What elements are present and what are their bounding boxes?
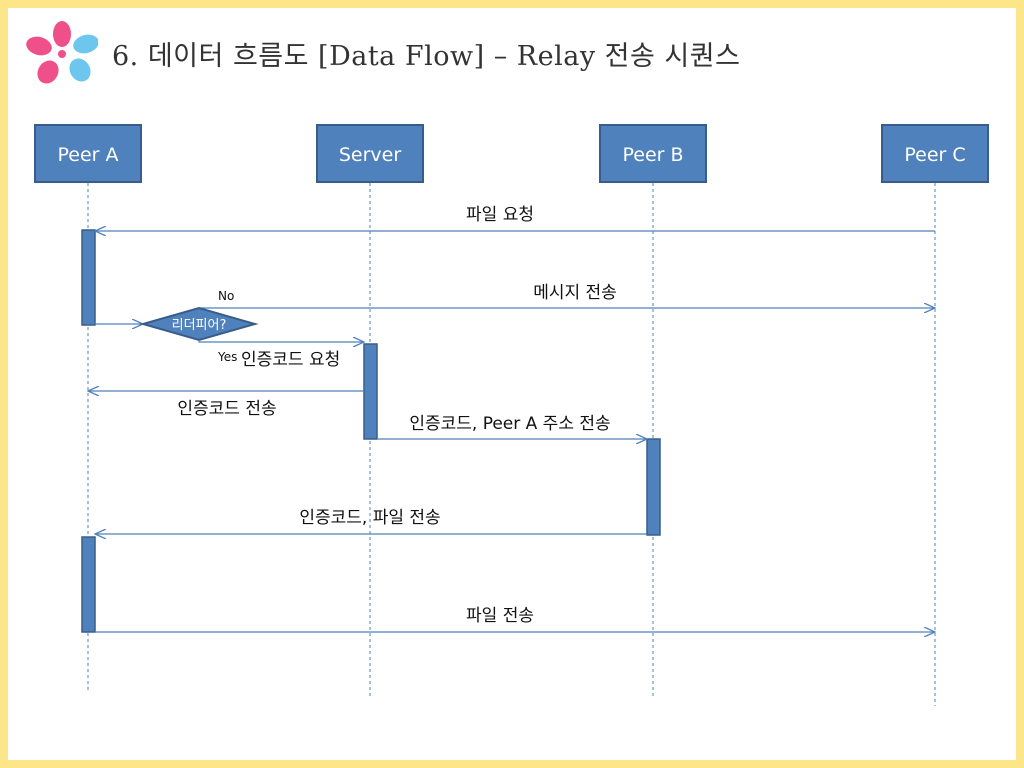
activation-peer-b — [646, 438, 661, 536]
label-file-send: 파일 전송 — [466, 606, 534, 626]
participant-peer-b-label: Peer B — [622, 144, 683, 166]
decision-leader-peer: 리더피어? — [139, 306, 259, 342]
label-file-request: 파일 요청 — [466, 205, 534, 225]
label-auth-file-send: 인증코드, 파일 전송 — [299, 508, 440, 528]
participant-peer-c: Peer C — [881, 124, 989, 183]
participant-server: Server — [316, 124, 424, 183]
participant-peer-a-label: Peer A — [57, 144, 118, 166]
label-auth-request: 인증코드 요청 — [241, 350, 340, 370]
participant-peer-a: Peer A — [34, 124, 142, 183]
activation-peer-a-2 — [81, 536, 96, 633]
participant-peer-c-label: Peer C — [904, 144, 965, 166]
decision-label: 리더피어? — [172, 318, 227, 333]
label-auth-send: 인증코드 전송 — [177, 399, 276, 419]
page-title: 6. 데이터 흐름도 [Data Flow] – Relay 전송 시퀀스 — [112, 41, 741, 72]
participant-server-label: Server — [339, 144, 401, 166]
label-no: No — [218, 289, 234, 303]
activation-server — [363, 343, 378, 440]
flower-logo-icon — [26, 21, 98, 84]
label-auth-addr-send: 인증코드, Peer A 주소 전송 — [409, 414, 610, 434]
slide-background — [8, 8, 1016, 760]
participant-peer-b: Peer B — [599, 124, 707, 183]
arrow-auth-request — [198, 340, 364, 342]
activation-peer-a-1 — [81, 229, 96, 326]
label-yes: Yes — [217, 350, 237, 364]
label-message-send: 메시지 전송 — [533, 283, 617, 303]
